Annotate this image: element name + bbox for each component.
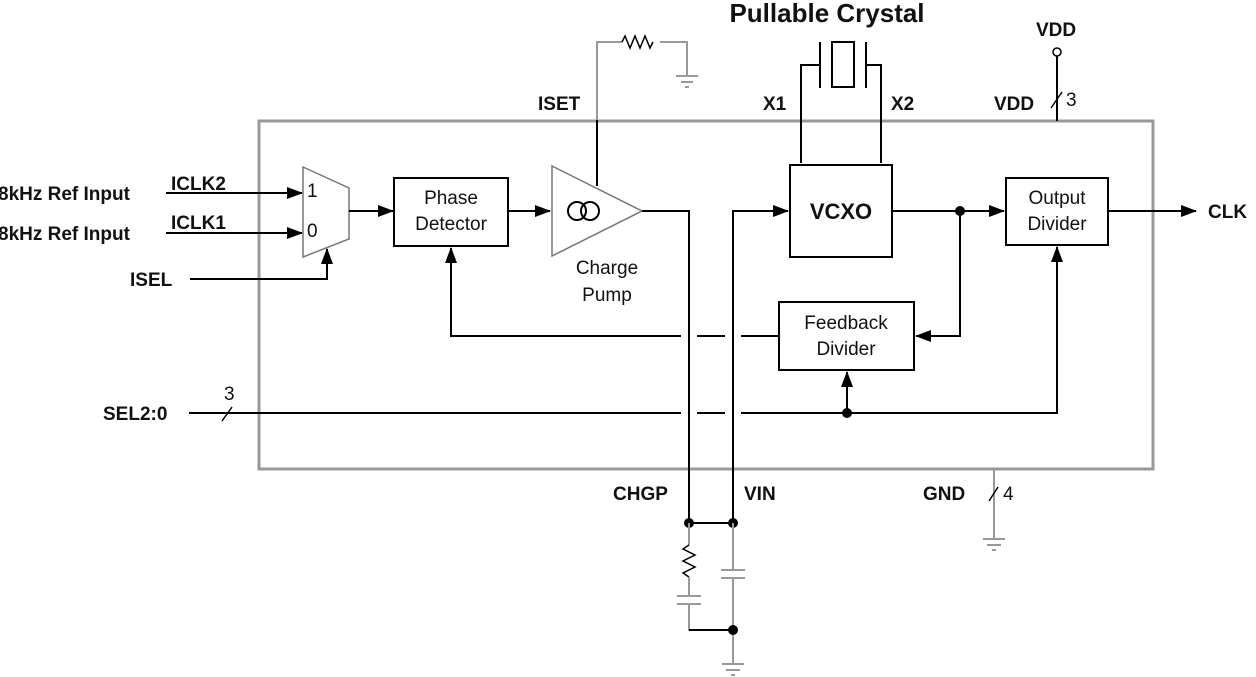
svg-text:Pump: Pump [582,285,632,306]
fb-to-pd-wire [445,247,779,337]
svg-text:Charge: Charge [576,258,638,279]
output-divider-block: Output Divider [1005,177,1109,246]
capacitor-icon [677,595,701,605]
chgp-label: CHGP [613,484,668,505]
vdd-bus-width: 3 [1066,90,1077,111]
vdd-pin-label: VDD [994,94,1034,115]
chip-boundary [257,119,1155,471]
svg-text:Phase: Phase [424,188,478,209]
phase-detector-block: Phase Detector [393,177,509,247]
vin-wire [732,205,789,523]
vcxo-block: VCXO [789,164,893,258]
isel-label: ISEL [130,270,173,291]
clk-label: CLK [1208,202,1247,223]
vdd-supply-label: VDD [1036,20,1076,41]
gnd-label: GND [923,484,965,505]
bus-slash-icon [221,406,233,422]
svg-text:Detector: Detector [415,214,487,235]
iset-resistor-network [596,34,698,186]
sel-label: SEL2:0 [103,404,167,425]
resistor-icon [621,34,654,50]
gnd-pin [983,469,1005,551]
current-source-icon [567,201,587,221]
iclk2-label: ICLK2 [171,174,226,195]
gnd-bus-width: 4 [1003,484,1014,505]
svg-text:Divider: Divider [1027,214,1087,235]
ground-icon [983,538,1005,551]
capacitor-icon [721,569,745,579]
x2-label: X2 [891,94,914,115]
isel-wire [190,248,333,280]
bus-slash-icon [988,486,999,502]
charge-pump-block: Charge Pump [551,164,644,306]
svg-text:Feedback: Feedback [804,313,888,334]
svg-text:Divider: Divider [816,339,876,360]
x1-label: X1 [763,94,787,115]
iclk1-label: ICLK1 [171,213,226,234]
diagram-title: Pullable Crystal [729,0,924,28]
svg-text:Output: Output [1028,188,1086,209]
junction-dot [728,625,738,635]
input-mux [302,165,350,259]
mux-input-1-label: 1 [307,181,318,202]
bus-slash-icon [1050,91,1063,109]
vin-label: VIN [744,484,776,505]
ref-input-2-label: 8kHz Ref Input [0,184,131,205]
ground-icon [722,663,744,676]
chgp-wire [642,210,690,523]
ground-icon [676,75,698,88]
loop-filter-network [677,518,745,676]
feedback-wire [915,211,961,342]
ref-input-1-label: 8kHz Ref Input [0,224,131,245]
crystal-icon [800,41,882,163]
sel-bus-width: 3 [224,384,235,405]
iset-label: ISET [538,94,581,115]
vdd-terminal-icon [1052,47,1062,57]
mux-input-0-label: 0 [307,221,318,242]
feedback-divider-block: Feedback Divider [778,301,915,371]
svg-text:VCXO: VCXO [810,199,872,224]
resistor-icon [681,544,697,578]
